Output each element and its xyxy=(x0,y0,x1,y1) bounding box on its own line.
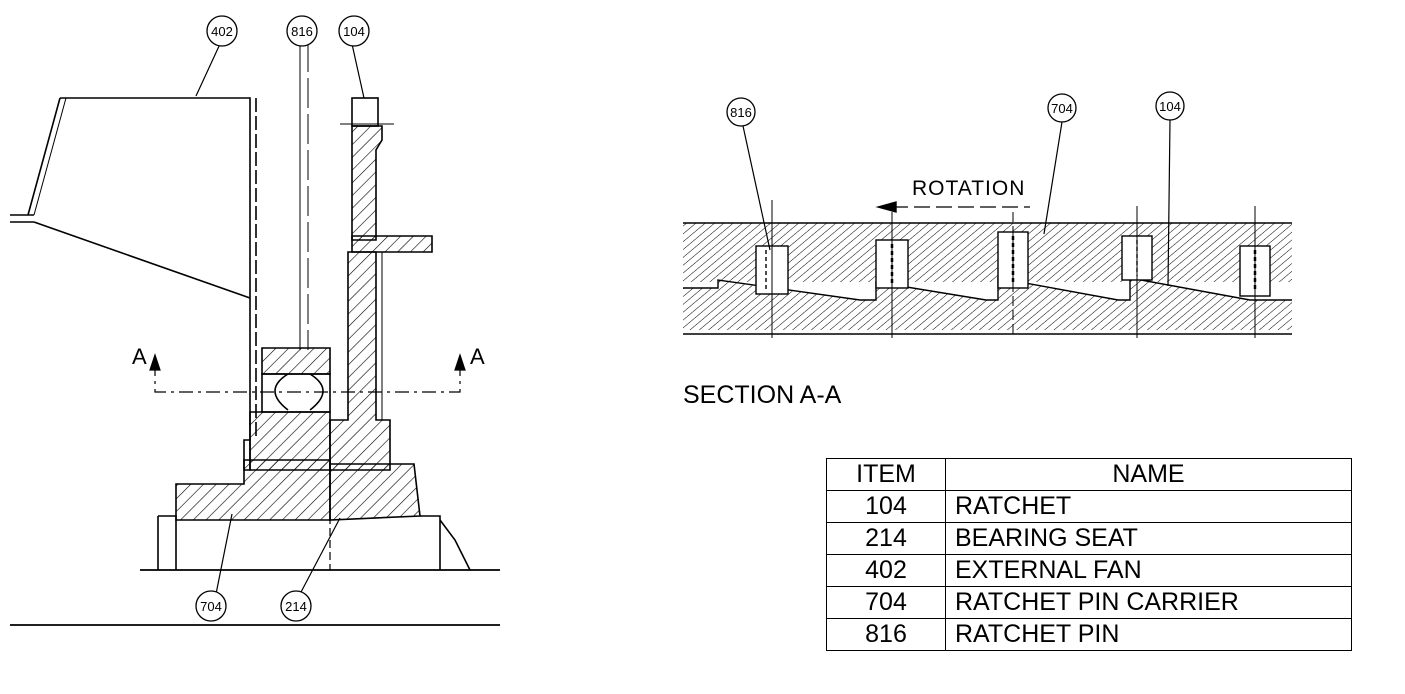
ratchet-shape xyxy=(329,97,433,471)
table-row: 704 RATCHET PIN CARRIER xyxy=(826,586,1352,619)
parts-table-header-row: ITEM NAME xyxy=(826,458,1352,491)
balloon-816-side: 816 xyxy=(286,15,318,47)
item-cell: 214 xyxy=(826,522,946,555)
section-cut-line xyxy=(149,353,466,393)
balloon-104-section-label: 104 xyxy=(1159,99,1181,114)
item-cell: 104 xyxy=(826,490,946,523)
cut-label-left: A xyxy=(132,344,147,369)
ratchet-pin-3 xyxy=(997,212,1029,338)
table-row: 816 RATCHET PIN xyxy=(826,618,1352,651)
balloon-704-side-label: 704 xyxy=(200,599,222,614)
balloon-704-section: 704 xyxy=(1047,93,1077,123)
balloon-104-side-label: 104 xyxy=(343,24,365,39)
ratchet-pin-carrier-shape xyxy=(243,347,331,471)
name-cell: BEARING SEAT xyxy=(945,522,1352,555)
balloon-816-section-label: 816 xyxy=(730,105,752,120)
section-title: SECTION A-A xyxy=(683,381,842,409)
balloon-104-section: 104 xyxy=(1155,91,1185,121)
external-fan-shape xyxy=(10,97,257,440)
balloon-214: 214 xyxy=(280,590,312,622)
table-row: 214 BEARING SEAT xyxy=(826,522,1352,555)
ratchet-pin-4 xyxy=(1121,206,1153,338)
name-cell: RATCHET xyxy=(945,490,1352,523)
balloon-816-section: 816 xyxy=(726,97,756,127)
section-view xyxy=(683,119,1292,338)
item-cell: 704 xyxy=(826,586,946,619)
side-view xyxy=(10,42,500,626)
balloon-704-section-label: 704 xyxy=(1051,101,1073,116)
name-cell: RATCHET PIN CARRIER xyxy=(945,586,1352,619)
item-cell: 816 xyxy=(826,618,946,651)
table-row: 402 EXTERNAL FAN xyxy=(826,554,1352,587)
ratchet-pin-2 xyxy=(875,212,909,338)
balloon-402: 402 xyxy=(206,15,238,47)
name-cell: RATCHET PIN xyxy=(945,618,1352,651)
item-column-header: ITEM xyxy=(826,458,946,491)
cut-label-right: A xyxy=(470,344,485,369)
item-cell: 402 xyxy=(826,554,946,587)
table-row: 104 RATCHET xyxy=(826,490,1352,523)
parts-table: ITEM NAME 104 RATCHET 214 BEARING SEAT 4… xyxy=(826,458,1352,651)
balloon-104-side: 104 xyxy=(338,15,370,47)
ratchet-pin-1 xyxy=(755,200,789,338)
bearing-seat-shape xyxy=(10,420,500,626)
balloon-816-side-label: 816 xyxy=(291,24,313,39)
balloon-704-side: 704 xyxy=(195,590,227,622)
rotation-label: ROTATION xyxy=(912,177,1025,200)
name-cell: EXTERNAL FAN xyxy=(945,554,1352,587)
balloon-214-label: 214 xyxy=(285,599,307,614)
balloon-402-label: 402 xyxy=(211,24,233,39)
rotation-arrow xyxy=(875,201,1030,213)
name-column-header: NAME xyxy=(945,458,1352,491)
ratchet-pin-5 xyxy=(1239,206,1271,338)
